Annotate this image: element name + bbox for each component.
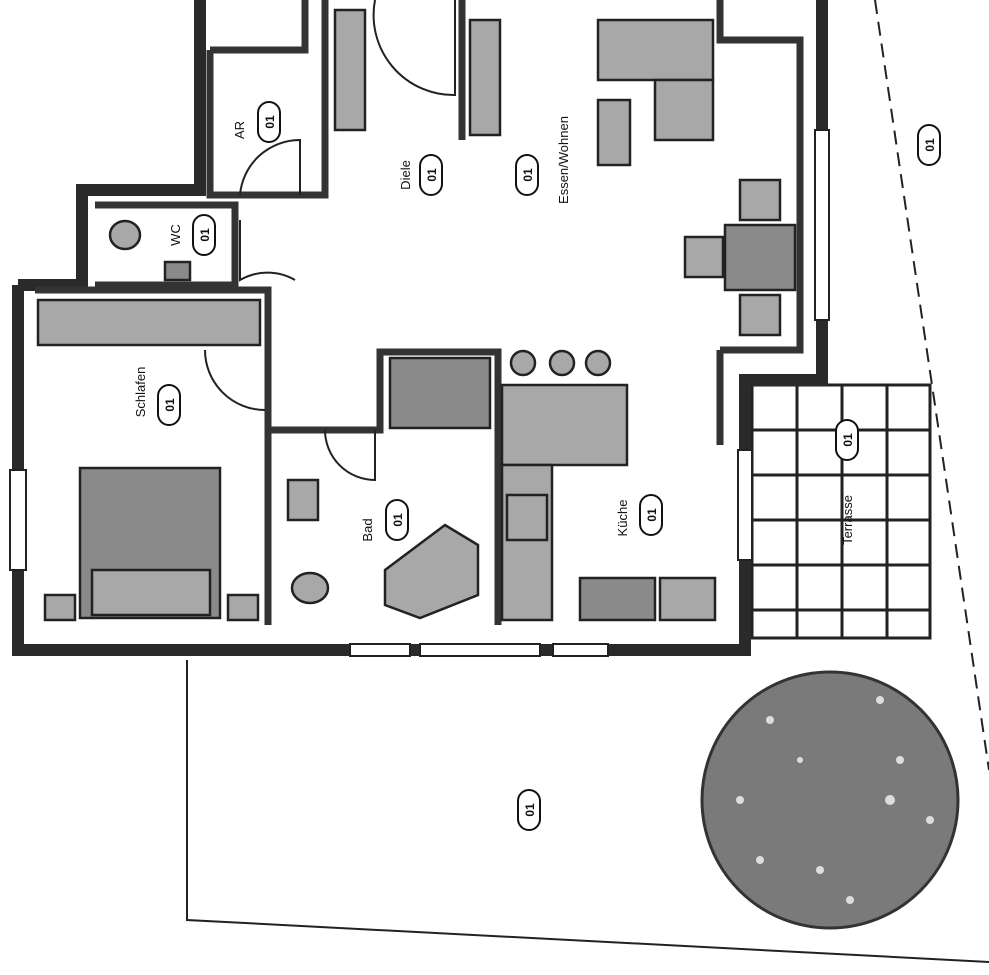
sink: [286, 478, 320, 522]
svg-text:01: 01: [391, 513, 405, 527]
dining-table: [723, 223, 797, 292]
room-badge-bad: 01: [385, 499, 409, 541]
svg-text:01: 01: [198, 228, 212, 242]
svg-text:01: 01: [923, 138, 937, 152]
svg-text:01: 01: [523, 803, 537, 817]
window: [419, 643, 541, 657]
room-badge-terrasse: 01: [835, 419, 859, 461]
svg-text:01: 01: [163, 398, 177, 412]
room-label-kueche: Küche: [615, 500, 630, 537]
tree: [700, 670, 960, 930]
shower: [388, 356, 492, 430]
garden-badge: 01: [517, 789, 541, 831]
room-badge-wc: 01: [192, 214, 216, 256]
room-label-essen: Essen/Wohnen: [556, 116, 571, 204]
room-badge-schlafen: 01: [157, 384, 181, 426]
window: [814, 129, 830, 321]
svg-text:01: 01: [841, 433, 855, 447]
room-label-diele: Diele: [398, 160, 413, 190]
stairs: [333, 8, 367, 132]
toilet: [108, 219, 142, 251]
toilet: [290, 571, 330, 605]
room-label-terrasse: Terrasse: [840, 495, 855, 545]
room-badge-diele: 01: [419, 154, 443, 196]
exterior-walls: [9, 0, 830, 657]
stove: [505, 493, 549, 542]
room-label-abstell: AR: [232, 121, 247, 139]
window: [9, 469, 27, 571]
window: [737, 449, 753, 561]
sofa: [596, 18, 715, 82]
svg-text:01: 01: [263, 115, 277, 129]
doors: [204, 0, 456, 482]
interior-walls: [35, 0, 804, 625]
wardrobe: [36, 298, 262, 347]
bathtub: [383, 523, 480, 620]
window: [349, 643, 411, 657]
room-badge-essen: 01: [515, 154, 539, 196]
terrace-tiles: [750, 383, 932, 640]
room-label-bad: Bad: [360, 518, 375, 541]
room-badge-abstell: 01: [257, 101, 281, 143]
property-line: [186, 660, 989, 963]
room-label-schlafen: Schlafen: [133, 367, 148, 418]
room-label-wc: WC: [168, 224, 183, 246]
svg-text:01: 01: [425, 168, 439, 182]
east-area-badge: 01: [917, 124, 941, 166]
kitchen-sink: [578, 576, 657, 622]
dashed-boundary: [874, 0, 989, 771]
furniture: [36, 8, 797, 622]
kitchen-counter: [500, 383, 629, 467]
room-badge-kueche: 01: [639, 494, 663, 536]
svg-text:01: 01: [645, 508, 659, 522]
svg-text:01: 01: [521, 168, 535, 182]
tree-texture: [736, 696, 934, 904]
window: [552, 643, 609, 657]
